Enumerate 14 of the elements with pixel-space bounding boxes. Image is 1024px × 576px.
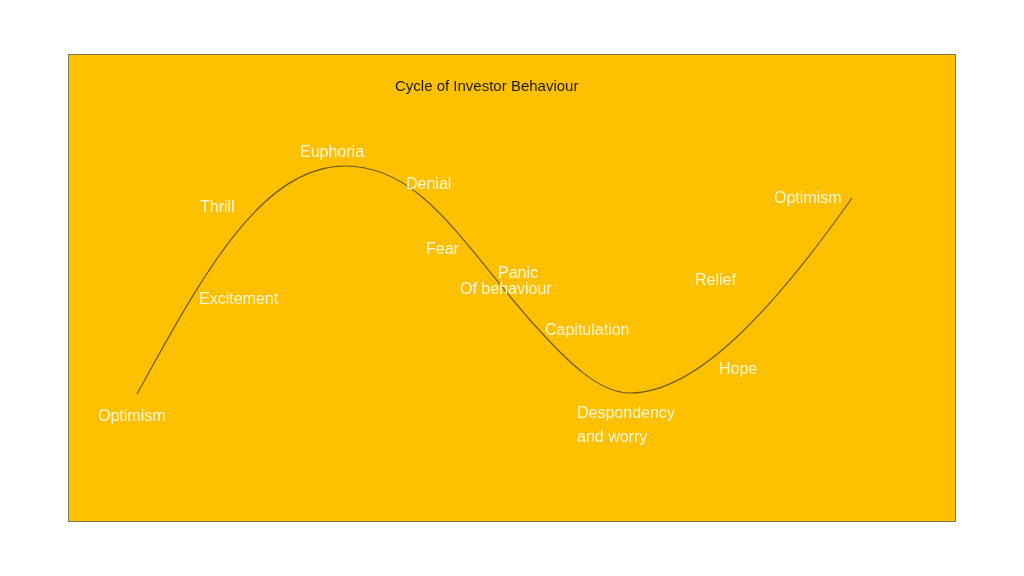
- stage-label: Hope: [719, 359, 758, 379]
- stage-label: Optimism: [774, 188, 842, 208]
- diagram-title: Cycle of Investor Behaviour: [395, 76, 579, 96]
- stage-label: Relief: [695, 270, 736, 290]
- stage-label: Denial: [406, 174, 452, 194]
- stage-label: Of behaviour: [460, 279, 552, 299]
- stage-label: Fear: [426, 239, 459, 259]
- stage-label: Excitement: [199, 289, 279, 309]
- stage-label: Thrill: [200, 197, 235, 217]
- stage-label: Panic: [498, 263, 539, 282]
- stage-label: Capitulation: [545, 320, 630, 340]
- stage-label: Euphoria: [300, 142, 365, 162]
- stage-label: Despondency and worry: [577, 403, 676, 447]
- stage-label: Optimism: [98, 406, 166, 426]
